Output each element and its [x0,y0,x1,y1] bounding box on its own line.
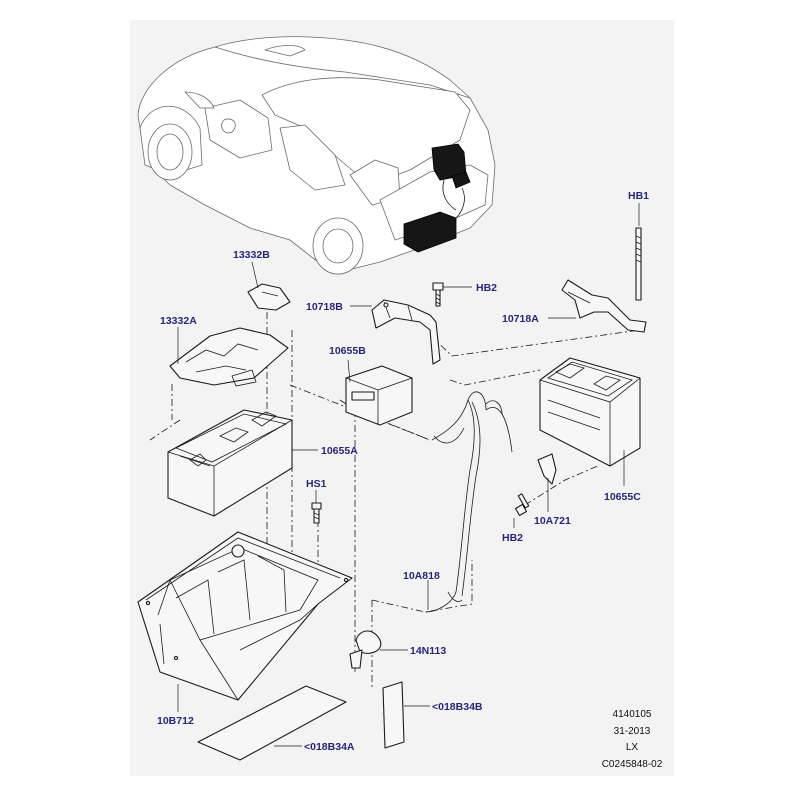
label-14n113: 14N113 [410,645,446,657]
reference-number: 4140105 [613,709,652,720]
bolt-hb2-top [432,282,472,307]
label-10a721: 10A721 [534,515,571,527]
part-labels: HB1 13332B HB2 10718B 10718A 13332A 1065… [157,190,649,753]
label-018b34b: <018B34B [432,701,483,713]
label-10718b: 10718B [306,301,343,313]
screw-hs1 [311,490,322,524]
label-10655c: 10655C [604,491,641,503]
clip-14n113 [349,630,408,669]
label-10718a: 10718A [502,313,539,325]
label-hb2-bottom: HB2 [502,532,523,544]
tray-10b712 [137,531,353,712]
label-10b712: 10B712 [157,715,194,727]
bolt-hb2-bottom [513,493,530,528]
reference-model: LX [626,742,639,753]
bracket-10718b [350,299,441,365]
label-10655b: 10655B [329,345,366,357]
pad-13332b [247,261,291,311]
mat-018b34b [382,681,430,749]
module-10655b [345,359,413,426]
vehicle-illustration [137,36,496,275]
bracket-10a721 [537,453,557,512]
label-13332b: 13332B [233,249,270,261]
bracket-10718a [548,279,647,333]
label-hs1: HS1 [306,478,327,490]
cover-13332a [169,327,289,387]
battery-10655a [167,409,318,517]
label-018b34a: <018B34A [304,741,355,753]
reference-date: 31-2013 [614,726,651,737]
reference-code: C0245848-02 [602,759,663,770]
mat-018b34a [197,685,347,761]
hold-down-rod-hb1 [635,203,642,301]
label-hb2-top: HB2 [476,282,497,294]
label-10655a: 10655A [321,445,358,457]
label-13332a: 13332A [160,315,197,327]
battery-10655c [539,357,641,486]
cable-harness-10a818 [425,391,513,613]
label-10a818: 10A818 [403,570,440,582]
label-hb1: HB1 [628,190,649,202]
drawing-reference-block: 4140105 31-2013 LX C0245848-02 [602,709,663,770]
